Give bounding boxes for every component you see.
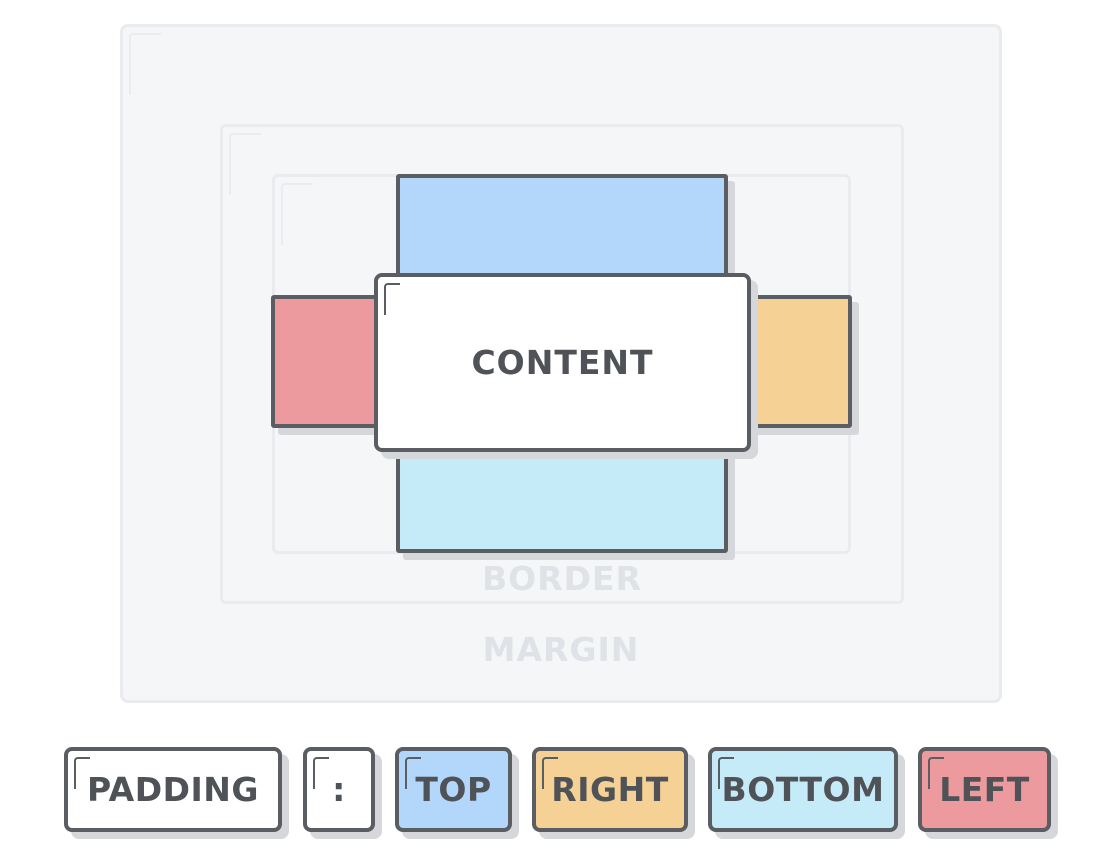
padding-left-region <box>271 295 383 428</box>
legend-padding-key: PADDING <box>64 747 282 832</box>
margin-label: MARGIN <box>482 630 640 669</box>
legend-right-label: RIGHT <box>551 770 669 809</box>
legend-left-label: LEFT <box>939 770 1030 809</box>
legend-left-key: LEFT <box>918 747 1051 832</box>
content-box: CONTENT <box>374 273 751 452</box>
legend-padding-label: PADDING <box>87 770 259 809</box>
content-label: CONTENT <box>471 343 654 382</box>
border-label: BORDER <box>482 559 642 598</box>
padding-top-region <box>396 174 728 284</box>
legend-top-key: TOP <box>395 747 512 832</box>
legend-bottom-key: BOTTOM <box>708 747 898 832</box>
legend-separator-label: : <box>332 770 346 809</box>
padding-bottom-region <box>396 440 728 553</box>
legend-bottom-label: BOTTOM <box>721 770 885 809</box>
padding-right-region <box>742 295 852 428</box>
legend-separator: : <box>303 747 375 832</box>
border-box <box>220 124 904 604</box>
legend-top-label: TOP <box>415 770 492 809</box>
legend-right-key: RIGHT <box>532 747 688 832</box>
